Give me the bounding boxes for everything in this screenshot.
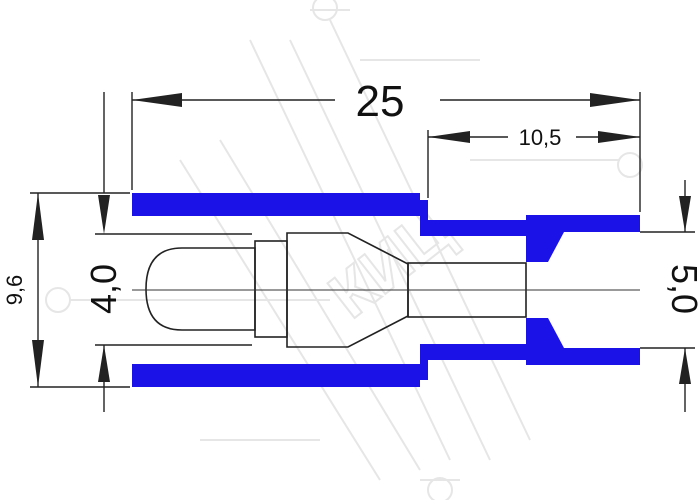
- dimension-socket-length: [427, 130, 640, 198]
- pin-outline: [145, 232, 527, 348]
- dimension-outer-diameter: [30, 192, 130, 388]
- dimension-socket-diameter: [640, 180, 695, 412]
- dimension-pin-diameter: [95, 92, 252, 412]
- label-socket-length: 10,5: [519, 125, 562, 150]
- label-pin-diameter: 4,0: [83, 264, 124, 314]
- label-total-length: 25: [356, 77, 405, 126]
- label-outer-diameter: 9,6: [2, 275, 27, 306]
- label-socket-diameter: 5,0: [664, 264, 700, 314]
- dimension-total-length: [131, 92, 641, 212]
- insulation-sleeve: [132, 193, 640, 387]
